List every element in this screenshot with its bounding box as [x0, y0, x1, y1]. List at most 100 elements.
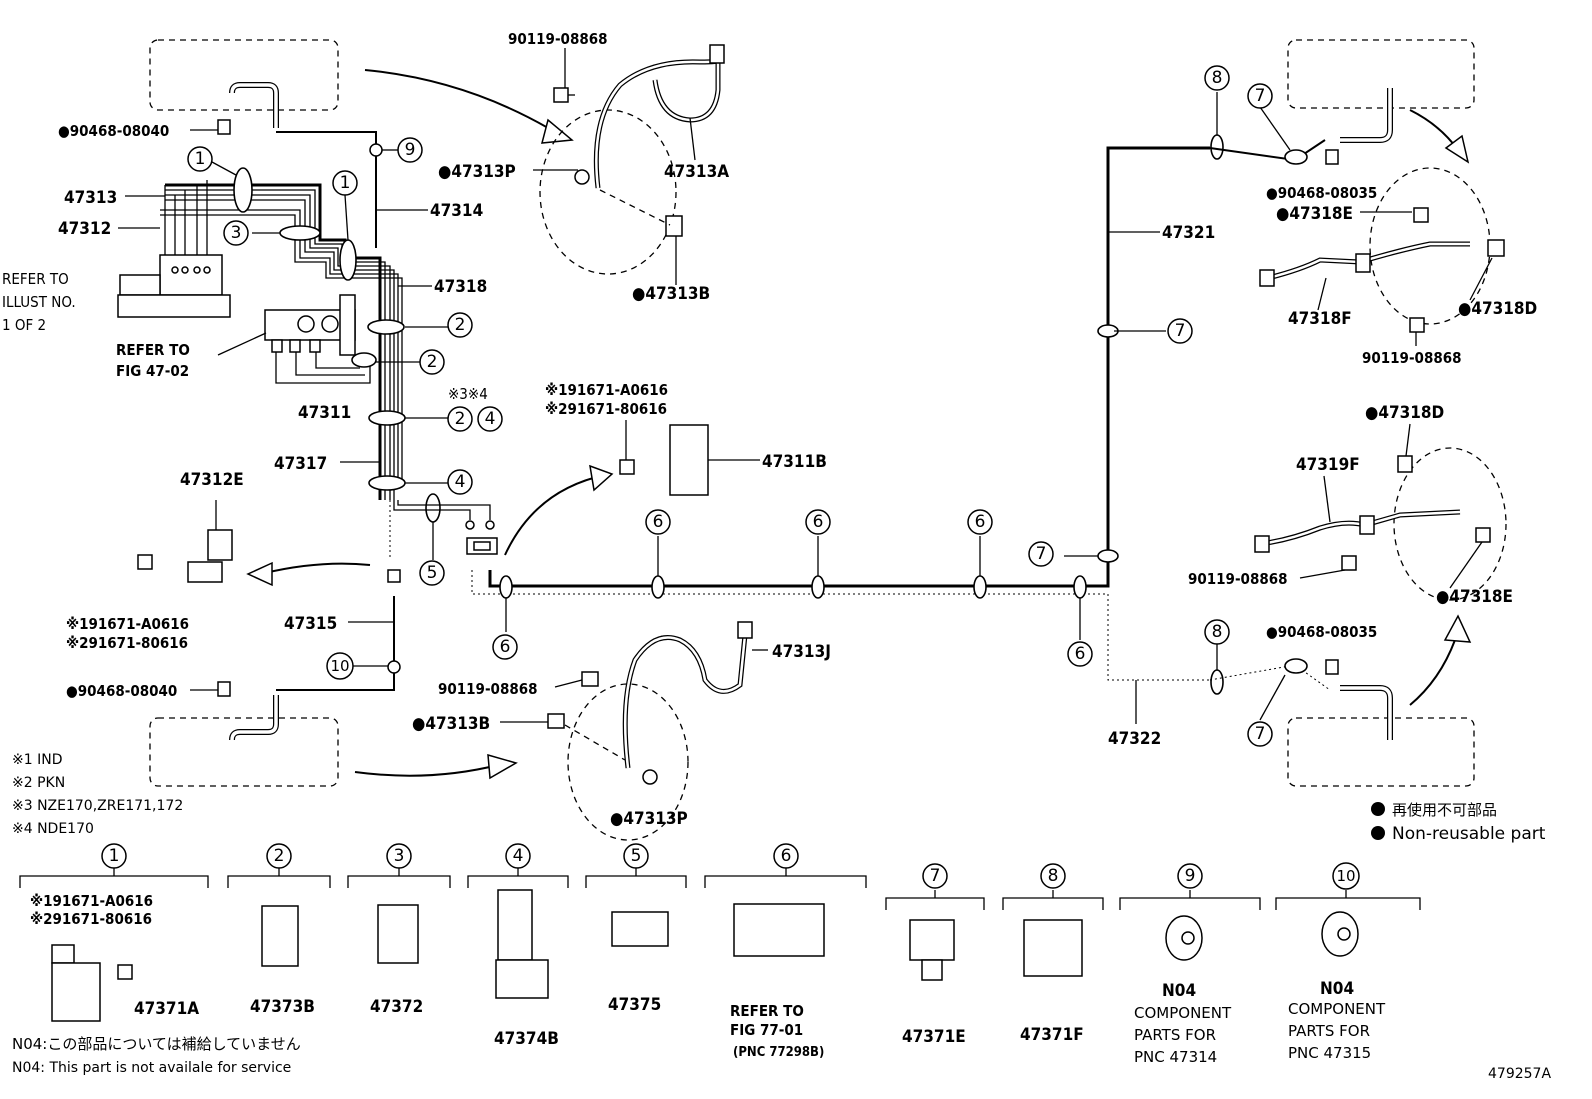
svg-text:6: 6 [781, 846, 792, 866]
bolt-icon [581, 671, 599, 687]
clip-2a [367, 319, 405, 335]
master-cylinder [159, 254, 223, 296]
svg-text:7: 7 [1036, 544, 1047, 564]
clip-4 [368, 475, 406, 491]
svg-text:※191671-A0616: ※191671-A0616 [66, 615, 189, 633]
solid-dot-icon [1371, 826, 1385, 840]
clip-7c [1284, 149, 1308, 165]
svg-text:FIG 47-02: FIG 47-02 [116, 362, 189, 380]
svg-text:●47318E: ●47318E [1436, 587, 1513, 607]
arrow [364, 69, 561, 136]
svg-text:1 OF 2: 1 OF 2 [2, 316, 46, 334]
label-47313J: 47313J [772, 642, 831, 662]
parts-table: 1 ※191671-A0616 ※291671-80616 47371A 2 4… [19, 843, 1421, 1066]
svg-text:10: 10 [1336, 867, 1355, 885]
svg-text:COMPONENT: COMPONENT [1134, 1004, 1232, 1022]
svg-text:7: 7 [930, 866, 941, 886]
bolt-icon [619, 459, 635, 475]
svg-text:REFER TO: REFER TO [2, 270, 69, 288]
svg-text:※291671-80616: ※291671-80616 [66, 634, 188, 652]
svg-text:90119-08868: 90119-08868 [1188, 570, 1288, 588]
svg-text:47371F: 47371F [1020, 1025, 1084, 1045]
svg-text:PNC 47314: PNC 47314 [1134, 1048, 1217, 1066]
label-47311B: 47311B [762, 452, 827, 472]
callout-numbers: 1 3 1 9 2 2 2 4 4 5 6 6 6 6 6 7 7 8 7 8 … [195, 68, 1266, 744]
svg-text:10: 10 [330, 657, 349, 675]
label-47314: 47314 [430, 201, 483, 221]
detail-circle-front-left [567, 683, 689, 841]
clip-icon [217, 681, 231, 697]
component-box-bottom-right [1287, 717, 1475, 787]
svg-text:FIG 77-01: FIG 77-01 [730, 1021, 803, 1039]
svg-text:90119-08868: 90119-08868 [1362, 349, 1462, 367]
svg-text:※3 NZE170,ZRE171,172: ※3 NZE170,ZRE171,172 [12, 798, 183, 814]
svg-text:8: 8 [1212, 68, 1223, 88]
svg-text:5: 5 [427, 563, 438, 583]
svg-text:4: 4 [513, 846, 524, 866]
svg-text:7: 7 [1255, 86, 1266, 106]
bolt-icon [547, 713, 565, 729]
label-47313P-top: ●47313P [438, 162, 516, 182]
grommet-10 [387, 660, 401, 674]
bolt-icon [665, 215, 683, 237]
svg-text:4: 4 [455, 472, 466, 492]
svg-text:9: 9 [1185, 866, 1196, 886]
label-47313P-bottom: ●47313P [610, 809, 688, 829]
svg-text:(PNC 77298B): (PNC 77298B) [733, 1045, 824, 1060]
label-47322: 47322 [1108, 729, 1161, 749]
svg-text:●47318D: ●47318D [1458, 299, 1537, 319]
svg-text:9: 9 [405, 140, 416, 160]
clip-6d [973, 575, 987, 599]
svg-text:N04: N04 [1320, 979, 1354, 999]
svg-text:1: 1 [340, 173, 351, 193]
svg-text:N04: N04 [1162, 981, 1196, 1001]
clip-8a [1210, 134, 1224, 160]
svg-text:8: 8 [1212, 622, 1223, 642]
clip-icon [1325, 149, 1339, 165]
tube-bundle [160, 180, 403, 500]
clip-6b [651, 575, 665, 599]
svg-text:2: 2 [455, 315, 466, 335]
clip-1 [233, 167, 253, 213]
svg-text:N04: This part is not availale: N04: This part is not availale for servi… [12, 1060, 291, 1076]
svg-text:※191671-A0616: ※191671-A0616 [545, 381, 668, 399]
label-47313: 47313 [64, 188, 117, 208]
clip-6e [1073, 575, 1087, 599]
footer: N04:この部品については補給していません N04: This part is … [12, 1035, 1551, 1082]
svg-text:47318F: 47318F [1288, 309, 1352, 329]
component-box-bottom-left [149, 717, 339, 787]
clip-icon [217, 119, 231, 135]
svg-text:※291671-80616: ※291671-80616 [30, 910, 152, 928]
svg-text:※2 PKN: ※2 PKN [12, 775, 65, 791]
detail-circle-front-right [539, 109, 677, 275]
svg-text:47372: 47372 [370, 997, 423, 1017]
svg-text:47375: 47375 [608, 995, 661, 1015]
svg-text:●47318D: ●47318D [1365, 403, 1444, 423]
svg-text:※191671-A0616: ※191671-A0616 [30, 892, 153, 910]
diagram-ref: 479257A [1488, 1066, 1551, 1082]
component-box-top-right [1287, 39, 1475, 109]
svg-text:※4 NDE170: ※4 NDE170 [12, 821, 94, 837]
clip-1b [339, 239, 357, 281]
label-90468-bottom: ●90468-08040 [66, 682, 177, 700]
flex-hose-47313J [622, 634, 748, 769]
svg-text:8: 8 [1048, 866, 1059, 886]
svg-text:再使用不可部品: 再使用不可部品 [1392, 801, 1497, 819]
bolt-icon [553, 87, 569, 103]
clip-6a [499, 575, 513, 599]
svg-text:COMPONENT: COMPONENT [1288, 1000, 1386, 1018]
solid-dot-icon [1371, 802, 1385, 816]
label-47313B-bottom: ●47313B [412, 714, 490, 734]
bracket-47311B [669, 424, 709, 496]
svg-text:PARTS FOR: PARTS FOR [1288, 1022, 1370, 1040]
clip-8b [1210, 669, 1224, 695]
callout-circles [187, 65, 1273, 747]
bolt-icon [137, 554, 153, 570]
label-47313B-top: ●47313B [632, 284, 710, 304]
bracket-47312E [207, 529, 233, 561]
arrow-head-icon [541, 118, 574, 144]
reuse-legend: 再使用不可部品 Non-reusable part [1371, 801, 1546, 844]
svg-text:●47318E: ●47318E [1276, 204, 1353, 224]
label-47313A: 47313A [664, 162, 729, 182]
label-90468-top: ●90468-08040 [58, 122, 169, 140]
